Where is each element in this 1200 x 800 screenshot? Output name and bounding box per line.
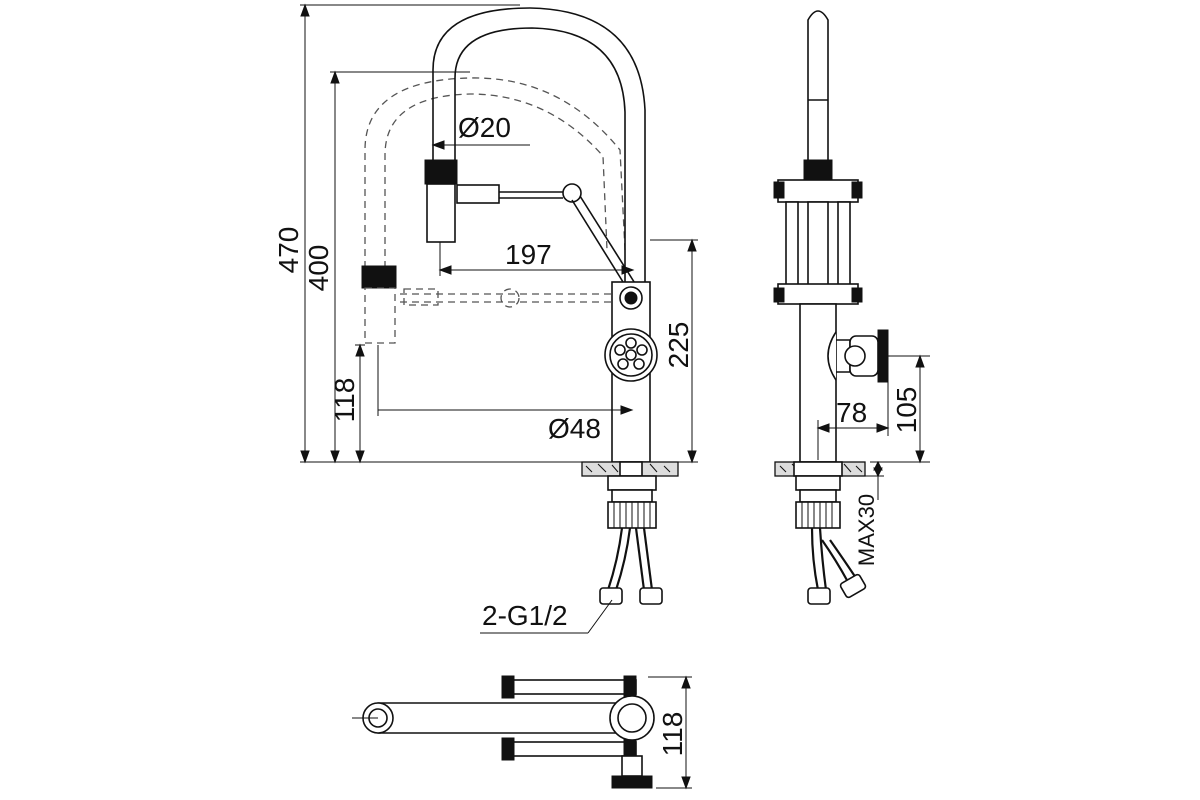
dim-pipe-diameter: Ø20 bbox=[431, 112, 530, 150]
label-2-g1-2: 2-G1/2 bbox=[482, 600, 568, 631]
dim-overall-height: 470 bbox=[273, 3, 310, 464]
dim-side-handle-height: 105 bbox=[870, 354, 930, 464]
label-78: 78 bbox=[836, 397, 867, 428]
spout-pipe bbox=[432, 7, 646, 290]
label-118-top: 118 bbox=[657, 712, 688, 757]
front-view: 470 400 118 Ø20 bbox=[273, 3, 698, 634]
label-470: 470 bbox=[273, 227, 304, 274]
spray-head-alt bbox=[361, 265, 397, 344]
alt-spout-outline bbox=[364, 77, 626, 308]
side-view: 78 105 MAX30 bbox=[773, 10, 930, 605]
label-197: 197 bbox=[505, 239, 552, 270]
dim-side-depth: 78 bbox=[816, 380, 890, 460]
dim-body-height: 225 bbox=[663, 238, 697, 464]
dim-alt-height: 400 bbox=[303, 70, 340, 464]
spray-head bbox=[424, 159, 637, 291]
label-diameter-20: Ø20 bbox=[458, 112, 511, 143]
label-hose-thread: 2-G1/2 bbox=[480, 599, 613, 634]
dim-body-diameter: Ø48 bbox=[377, 345, 634, 444]
label-118-front: 118 bbox=[329, 378, 360, 423]
dim-spout-reach: 197 bbox=[438, 239, 635, 276]
dim-max-deck: MAX30 bbox=[842, 460, 884, 566]
label-max30: MAX30 bbox=[854, 494, 879, 566]
dim-base-to-handle: 118 bbox=[329, 343, 365, 464]
label-105: 105 bbox=[891, 387, 922, 434]
label-diameter-48: Ø48 bbox=[548, 413, 601, 444]
faucet-body bbox=[604, 281, 658, 463]
top-view: 118 bbox=[352, 675, 692, 790]
supply-hoses bbox=[599, 527, 663, 605]
label-400: 400 bbox=[303, 245, 334, 292]
mounting-shank bbox=[607, 475, 657, 529]
countertop-section bbox=[581, 461, 679, 477]
label-225: 225 bbox=[663, 322, 694, 369]
